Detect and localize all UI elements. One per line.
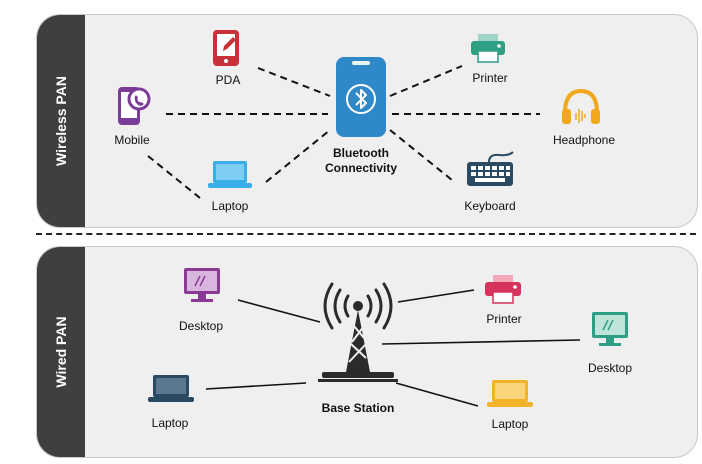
- printer-label: Printer: [472, 71, 508, 85]
- desktop-icon: [184, 268, 220, 302]
- headphone-label: Headphone: [552, 133, 616, 147]
- keyboard-icon: [467, 151, 514, 186]
- link-printer-wired: [397, 289, 475, 303]
- link-mobile-laptop: [147, 155, 201, 199]
- wireless-pan-panel: Wireless PAN: [36, 14, 698, 228]
- section-divider: [36, 233, 696, 235]
- mobile-phone-icon: [118, 87, 151, 125]
- pda-icon: [213, 30, 239, 66]
- link-printer: [389, 65, 463, 97]
- headphone-icon: [562, 88, 600, 124]
- link-pda: [257, 67, 331, 97]
- laptop-icon: [208, 161, 252, 188]
- wired-pan-sidebar: Wired PAN: [37, 247, 85, 457]
- printer-icon: [485, 275, 521, 304]
- laptop-icon: [487, 380, 533, 407]
- laptop-wired-right-label: Laptop: [491, 417, 529, 431]
- bluetooth-icon: [336, 57, 386, 137]
- link-desktop-right: [381, 339, 581, 345]
- laptop-label: Laptop: [211, 199, 249, 213]
- bluetooth-hub-label: Bluetooth Connectivity: [325, 146, 397, 176]
- bluetooth-label-line1: Bluetooth: [332, 146, 389, 160]
- desktop-left-label: Desktop: [178, 319, 224, 333]
- cell-tower-icon: [318, 282, 398, 382]
- laptop-wired-left-label: Laptop: [151, 416, 189, 430]
- bluetooth-label-line2: Connectivity: [324, 161, 398, 175]
- link-keyboard: [389, 129, 453, 181]
- link-laptop-left: [205, 382, 307, 390]
- link-laptop-right: [395, 382, 479, 407]
- pda-label: PDA: [215, 73, 241, 87]
- base-station-label: Base Station: [321, 401, 395, 415]
- desktop-icon: [592, 312, 628, 346]
- printer-icon: [471, 34, 505, 63]
- printer-wired-label: Printer: [486, 312, 522, 326]
- wired-pan-panel: Wired PAN: [36, 246, 698, 458]
- link-laptop: [265, 129, 331, 183]
- link-desktop-left: [237, 299, 321, 323]
- keyboard-label: Keyboard: [464, 199, 516, 213]
- mobile-label: Mobile: [114, 133, 150, 147]
- desktop-right-label: Desktop: [587, 361, 633, 375]
- wireless-pan-sidebar: Wireless PAN: [37, 15, 85, 227]
- laptop-icon: [148, 375, 194, 402]
